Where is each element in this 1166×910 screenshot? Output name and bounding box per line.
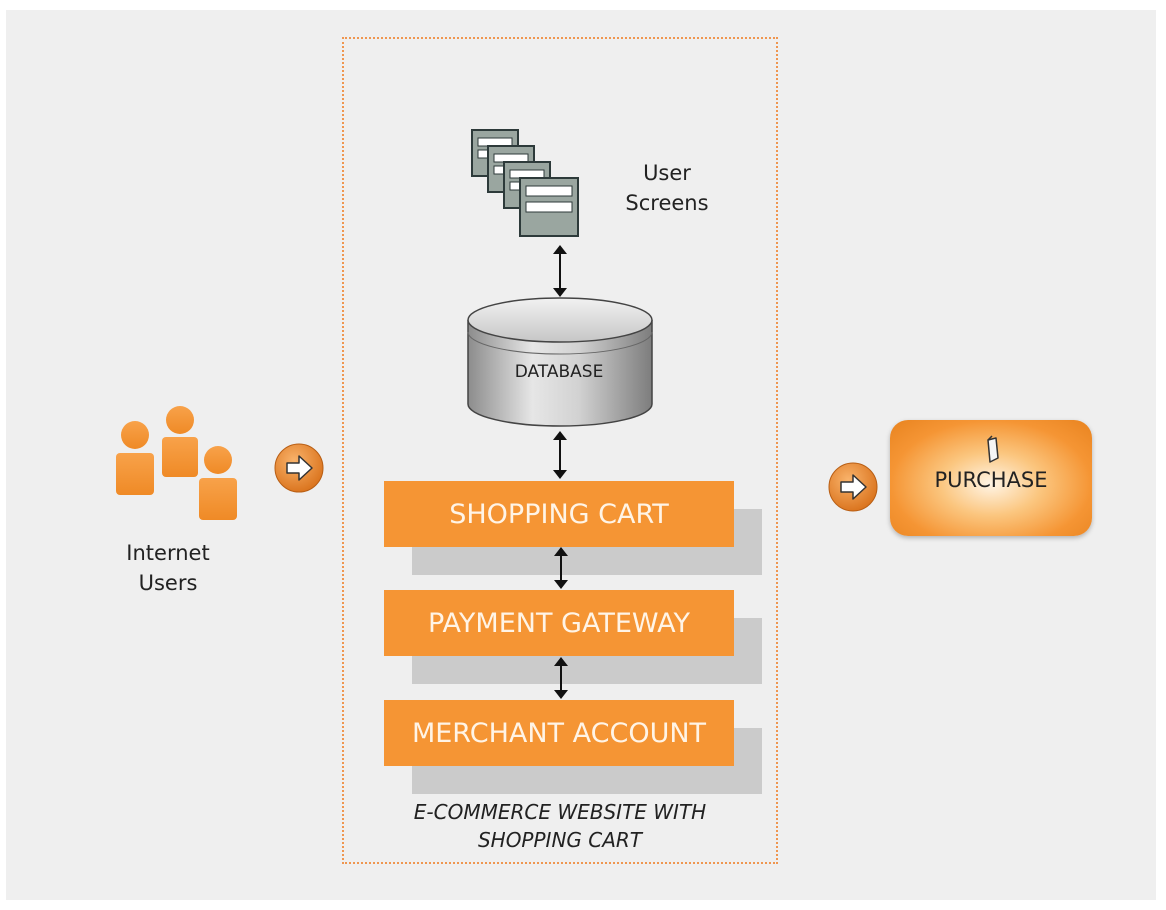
merchant-account-label: MERCHANT ACCOUNT	[384, 700, 734, 766]
shopping-cart-layer: SHOPPING CART	[384, 481, 762, 575]
users-label-line2: Users	[138, 571, 198, 595]
user-screens-icon	[471, 129, 579, 237]
caption-line2: SHOPPING CART	[477, 828, 643, 852]
users-label-line1: Internet	[126, 541, 210, 565]
database-label: DATABASE	[514, 362, 604, 382]
arrow-right-circle-icon	[828, 462, 878, 512]
payment-gateway-layer: PAYMENT GATEWAY	[384, 590, 762, 684]
arrow-right-circle-icon	[274, 443, 324, 493]
double-arrow-icon	[553, 431, 567, 479]
payment-gateway-label: PAYMENT GATEWAY	[384, 590, 734, 656]
caption-line1: E-COMMERCE WEBSITE WITH	[413, 800, 707, 824]
double-arrow-icon	[554, 657, 568, 699]
screens-label-line2: Screens	[625, 191, 709, 215]
pen-icon	[987, 435, 999, 463]
ecommerce-website-boundary	[342, 37, 778, 864]
user-screens-label: User Screens	[612, 158, 722, 218]
double-arrow-icon	[554, 547, 568, 589]
website-caption: E-COMMERCE WEBSITE WITH SHOPPING CART	[370, 798, 750, 854]
screens-label-line1: User	[643, 161, 691, 185]
internet-users-label: Internet Users	[118, 538, 218, 598]
purchase-label: PURCHASE	[934, 468, 1048, 492]
purchase-box: PURCHASE	[890, 420, 1092, 536]
double-arrow-icon	[553, 245, 567, 297]
database-cylinder-icon	[467, 297, 653, 427]
users-group-icon	[116, 406, 237, 520]
shopping-cart-label: SHOPPING CART	[384, 481, 734, 547]
merchant-account-layer: MERCHANT ACCOUNT	[384, 700, 762, 794]
